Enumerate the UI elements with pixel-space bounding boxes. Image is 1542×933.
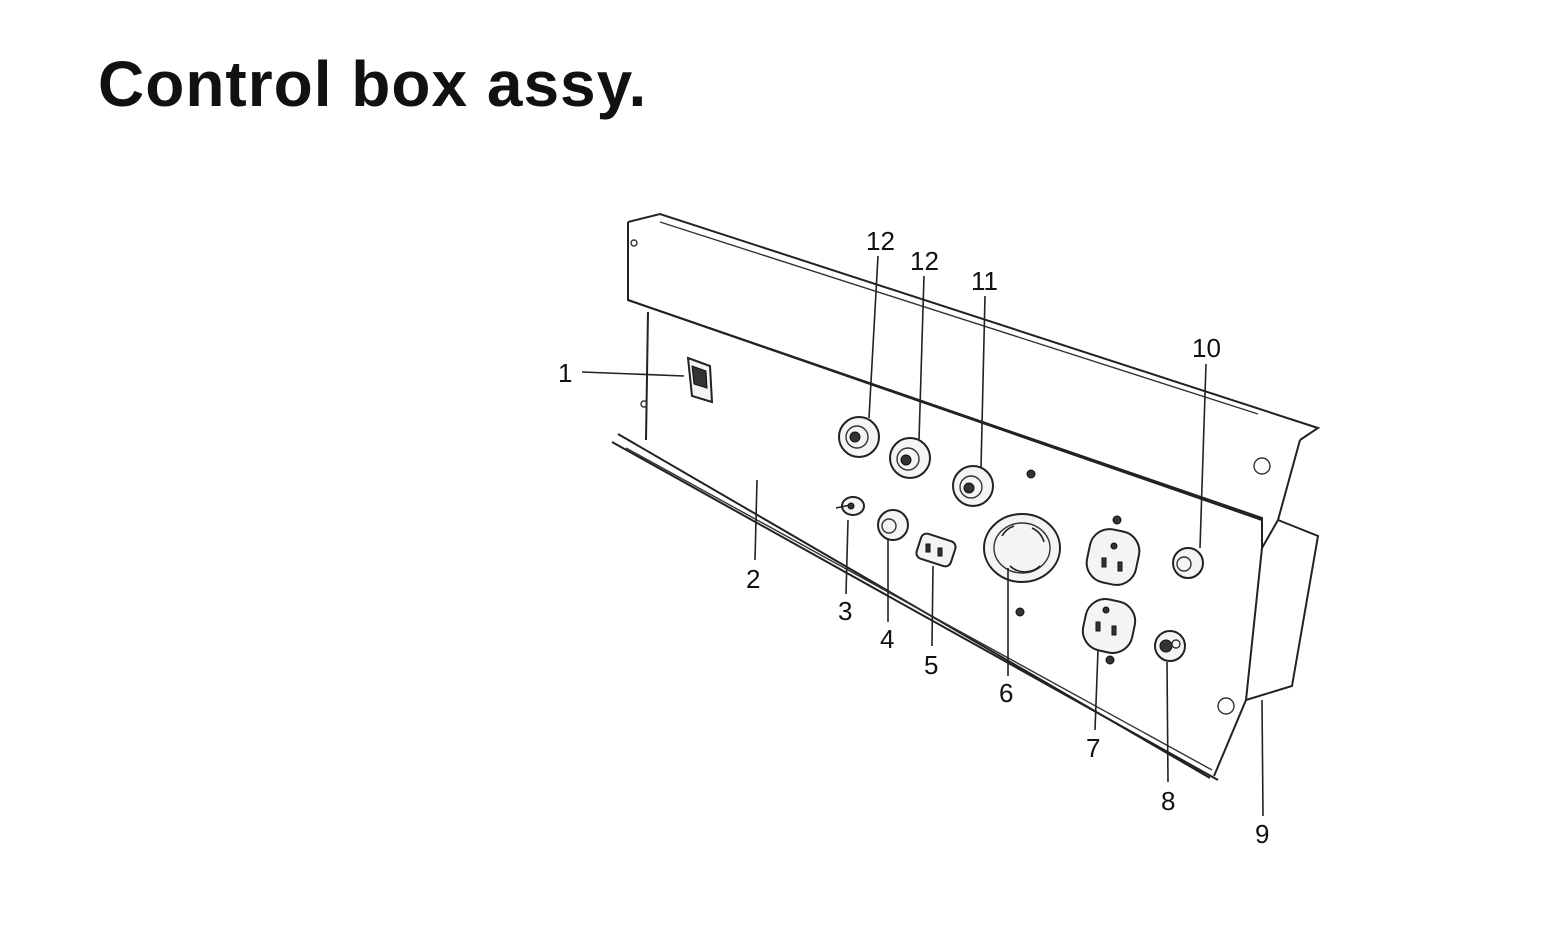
rocker-switch-part-1 bbox=[686, 356, 714, 404]
callout-3: 3 bbox=[838, 596, 852, 626]
twist-lock-receptacle-part-6 bbox=[983, 513, 1061, 583]
circuit-breaker-part-12b bbox=[889, 437, 931, 479]
callout-1: 1 bbox=[558, 358, 572, 388]
duplex-outlet-lower-part-7 bbox=[1081, 598, 1137, 654]
duplex-outlet-upper-part-7 bbox=[1085, 528, 1141, 586]
callout-2: 2 bbox=[746, 564, 760, 594]
callout-4: 4 bbox=[880, 624, 894, 654]
control-panel-body bbox=[611, 212, 1321, 781]
dc-outlet-part-5 bbox=[915, 532, 957, 568]
circuit-breaker-part-12a bbox=[838, 416, 880, 458]
callout-6: 6 bbox=[999, 678, 1013, 708]
page-title: Control box assy. bbox=[98, 48, 648, 120]
callout-7: 7 bbox=[1086, 733, 1100, 763]
pilot-lamp-part-4 bbox=[877, 509, 909, 541]
callout-9: 9 bbox=[1255, 819, 1269, 849]
callout-11: 11 bbox=[971, 266, 998, 296]
callout-5: 5 bbox=[924, 650, 938, 680]
terminal-part-8 bbox=[1154, 630, 1186, 662]
callout-12b: 12 bbox=[910, 246, 939, 276]
callout-labels: 1 2 3 4 5 6 7 8 9 10 11 12 12 bbox=[558, 226, 1269, 849]
ground-terminal-part-10 bbox=[1172, 547, 1204, 579]
callout-12a: 12 bbox=[866, 226, 895, 256]
callout-8: 8 bbox=[1161, 786, 1175, 816]
leader-lines bbox=[581, 255, 1264, 817]
toggle-switch-part-3 bbox=[835, 496, 865, 516]
callout-10: 10 bbox=[1192, 333, 1221, 363]
circuit-breaker-part-11 bbox=[952, 465, 994, 507]
